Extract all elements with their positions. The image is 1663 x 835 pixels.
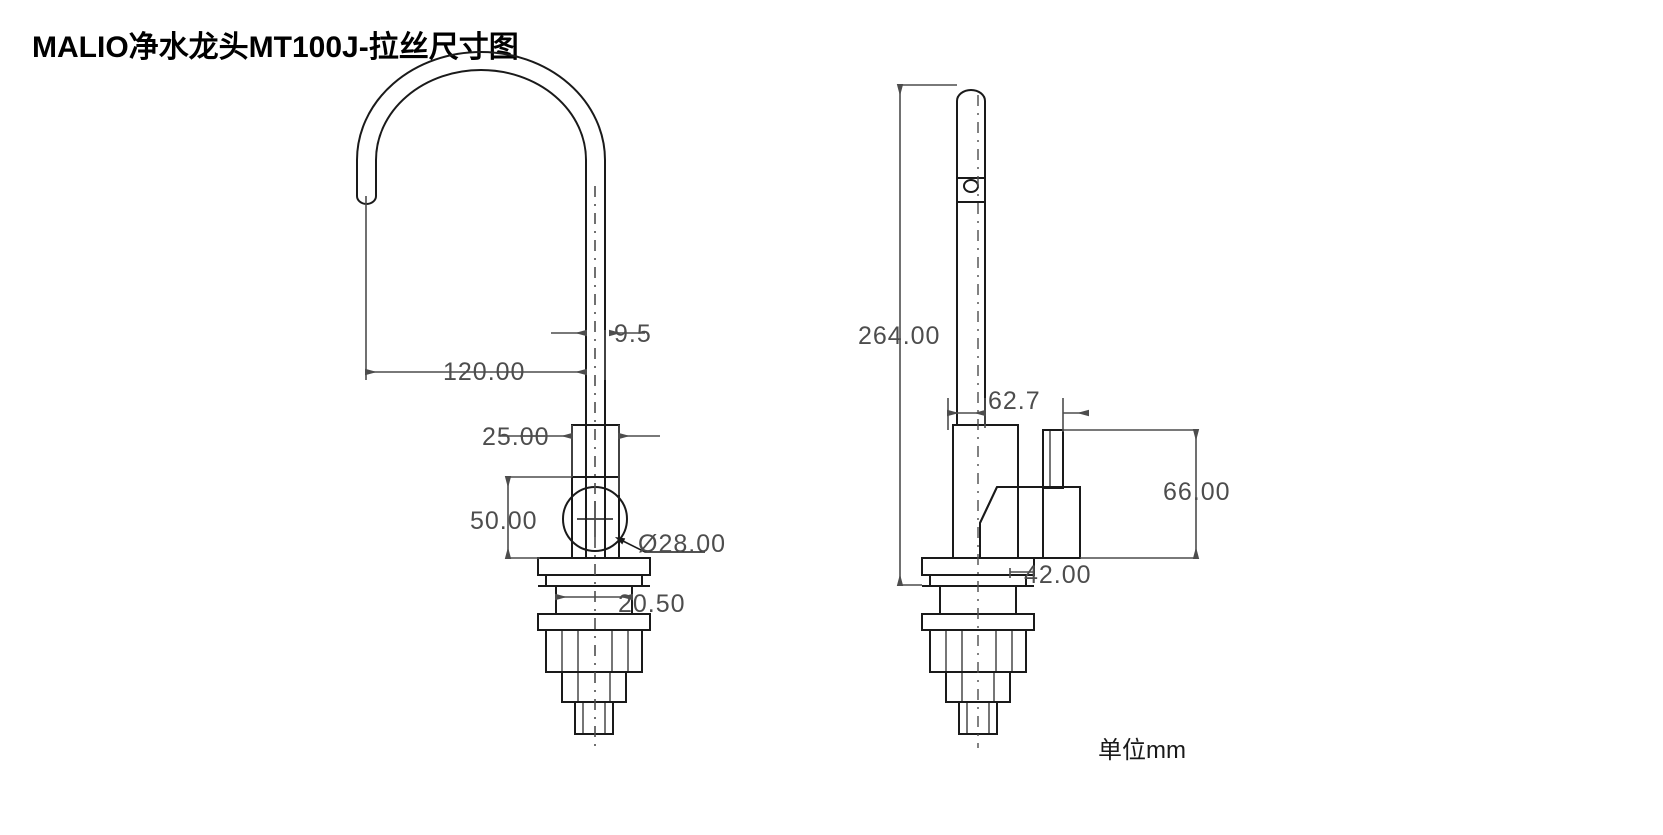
dim-label-25: 25.00 [482,423,550,451]
spout-inner-arc [375,69,587,196]
dim-label-50: 50.00 [470,507,538,535]
dim-label-95: 9.5 [614,320,652,348]
side-body-profile [952,424,1019,559]
handle-lever-bar [1042,429,1064,489]
handle-housing [1017,486,1081,559]
spout-outer-arc [356,51,606,196]
dim-label-2050: 20.50 [618,590,686,618]
side-view-dimensions [896,84,1200,586]
dim-label-264: 264.00 [858,322,940,350]
spout-detail-ring [962,179,980,193]
spout-top-cap [956,89,986,179]
dim-label-66: 66.00 [1163,478,1231,506]
deck-flange-ring [545,574,643,587]
dim-label-120: 120.00 [443,358,525,386]
spout-sleeve [956,177,986,203]
deck-flange-top [537,557,651,576]
front-view-dimensions [365,196,705,601]
threaded-stud [574,701,614,735]
side-body-bevel [979,486,998,524]
dim-label-dia28: Ø28.00 [638,530,726,558]
dim-label-42: 42.00 [1024,561,1092,589]
units-note: 单位mm [1098,737,1186,764]
dim-label-627: 62.7 [988,387,1041,415]
front-view-geometry [356,51,651,735]
hex-nut [561,671,627,703]
side-outlet-block [980,486,1044,559]
side-view-geometry [921,89,1081,735]
leader-line-dia28 [614,536,705,553]
